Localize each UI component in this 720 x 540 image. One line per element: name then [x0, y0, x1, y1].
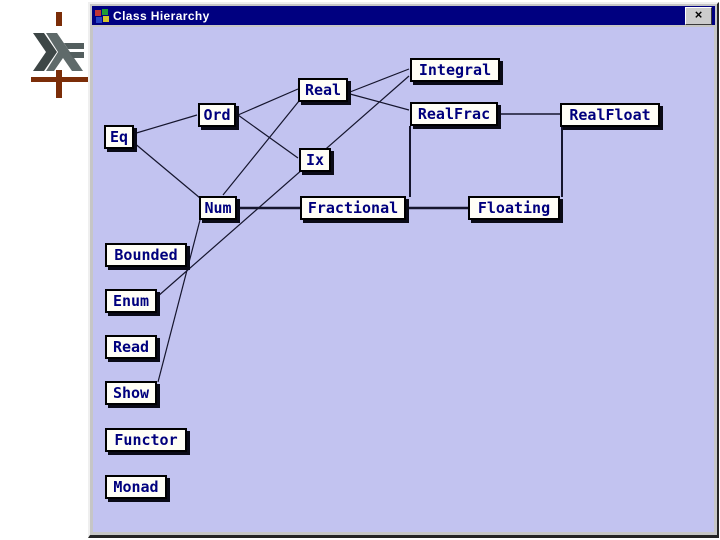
logo-equals-top: [64, 43, 84, 49]
class-node-enum[interactable]: Enum: [105, 289, 157, 313]
window-title: Class Hierarchy: [113, 8, 210, 23]
class-node-num[interactable]: Num: [199, 196, 237, 220]
titlebar[interactable]: Class Hierarchy ×: [92, 6, 715, 25]
class-node-read[interactable]: Read: [105, 335, 157, 359]
class-node-ord[interactable]: Ord: [198, 103, 236, 127]
class-node-functor[interactable]: Functor: [105, 428, 187, 452]
class-node-monad[interactable]: Monad: [105, 475, 167, 499]
class-node-floating[interactable]: Floating: [468, 196, 560, 220]
logo-crop-mark-horizontal: [31, 77, 89, 82]
class-node-show[interactable]: Show: [105, 381, 157, 405]
logo-equals-bottom: [69, 52, 84, 58]
logo-lambda: [46, 33, 83, 71]
class-node-realfloat[interactable]: RealFloat: [560, 103, 660, 127]
class-node-fractional[interactable]: Fractional: [300, 196, 406, 220]
class-node-realfrac[interactable]: RealFrac: [410, 102, 498, 126]
logo-crop-mark-vertical: [56, 70, 62, 98]
class-node-bounded[interactable]: Bounded: [105, 243, 187, 267]
haskell-logo: [31, 12, 89, 98]
class-hierarchy-window: Class Hierarchy ×: [88, 2, 719, 538]
close-button[interactable]: ×: [685, 6, 712, 25]
class-node-eq[interactable]: Eq: [104, 125, 134, 149]
app-icon[interactable]: [95, 8, 109, 23]
logo-crop-mark-top: [56, 12, 62, 26]
class-node-integral[interactable]: Integral: [410, 58, 500, 82]
logo-chevron: [33, 33, 57, 71]
class-node-real[interactable]: Real: [298, 78, 348, 102]
class-node-ix[interactable]: Ix: [299, 148, 331, 172]
